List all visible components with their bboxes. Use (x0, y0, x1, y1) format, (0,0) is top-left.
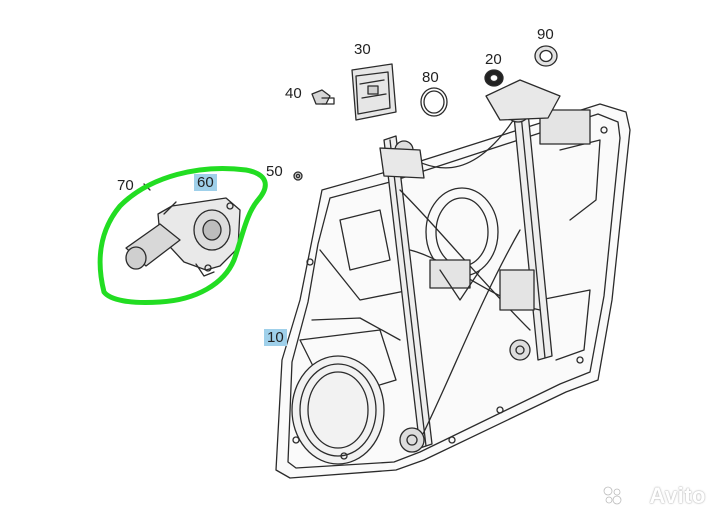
avito-logo-icon (603, 486, 622, 505)
window-motor-part-60 (125, 197, 241, 277)
callout-10: 10 (264, 329, 287, 346)
control-module-part-30 (351, 63, 397, 121)
window-regulator-rails (379, 79, 591, 453)
avito-watermark: Avito (649, 483, 706, 508)
callout-70: 70 (117, 177, 134, 194)
callout-20: 20 (485, 51, 502, 68)
seal-ring-part-80 (420, 87, 448, 117)
bolt-part-40 (311, 89, 335, 105)
callout-50: 50 (266, 163, 283, 180)
callout-60: 60 (194, 174, 217, 191)
grommet-part-90 (534, 45, 558, 67)
door-module-carrier-plate (275, 103, 631, 479)
callout-30: 30 (354, 41, 371, 58)
callout-80: 80 (422, 69, 439, 86)
screw-part-50 (293, 171, 303, 181)
callout-40: 40 (285, 85, 302, 102)
callout-90: 90 (537, 26, 554, 43)
highlight-circle (97, 166, 268, 305)
nut-part-20 (484, 69, 504, 87)
